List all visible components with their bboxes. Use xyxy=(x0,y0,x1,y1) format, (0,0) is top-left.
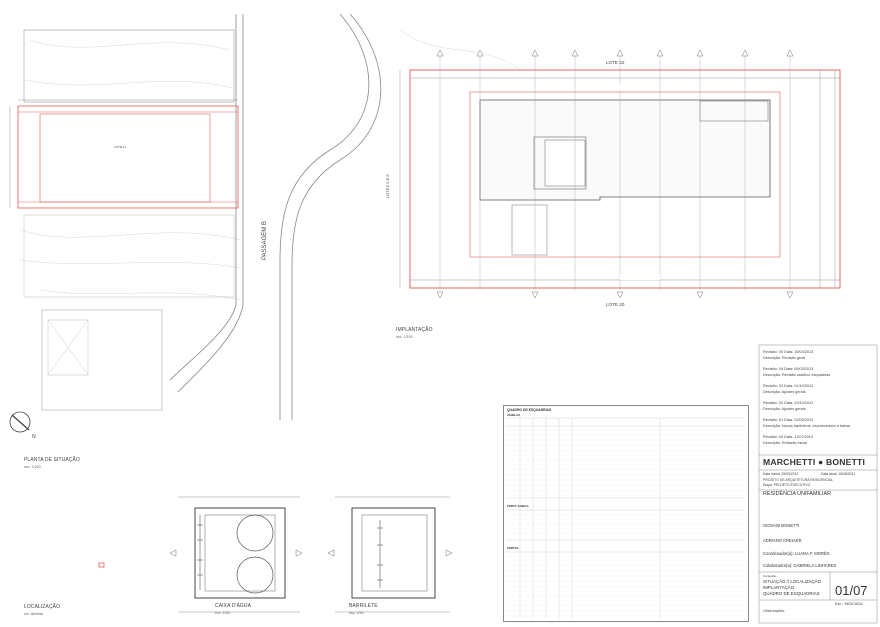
situation-plan xyxy=(9,29,239,411)
manifold-detail xyxy=(327,496,453,613)
revision-4-line1: Revisão: 01 Data: 02/09/2012 xyxy=(763,418,814,422)
north-arrow-icon: N xyxy=(9,411,36,440)
sheet-number: 01/07 xyxy=(835,583,868,598)
lot-side-label: LOTES 5 E 6 xyxy=(385,174,390,198)
situation-title: PLANTA DE SITUAÇÃO xyxy=(24,457,80,463)
title-block-frame xyxy=(758,344,878,624)
observations: Observações: xyxy=(763,609,786,613)
schedule-section-windows: JANELAS xyxy=(507,413,521,417)
lot-bottom-label: LOTE 20 xyxy=(606,302,625,307)
situation-scale: esc. 1/200 xyxy=(24,465,41,469)
passage-label: PASSAGEM B xyxy=(262,221,268,260)
residence-title: RESIDÊNCIA UNIFAMILIAR xyxy=(763,491,831,497)
lot-top-label: LOTE 22 xyxy=(606,60,625,65)
implantation-scale: esc. 1/100 xyxy=(396,335,413,339)
revision-2-line2: Descrição: Ajustes gerais xyxy=(763,390,806,394)
revision-0-line2: Descrição: Revisão geral xyxy=(763,356,806,360)
window-door-schedule: QUADRO DE ESQUADRIAS JANELAS PORTA-JANEL… xyxy=(503,405,749,622)
collaborator: Colaborador(a): GABRIELA LINHARES xyxy=(763,563,837,568)
revision-3-line2: Descrição: Ajustes gerais xyxy=(763,407,806,411)
schedule-section-door-windows: PORTA-JANELA xyxy=(507,504,529,508)
title-block: Revisão: 05 Data: 15/04/2013 Descrição: … xyxy=(759,345,877,623)
date-now: Data atual: 16/08/2012 xyxy=(821,472,856,476)
topographic-lines xyxy=(19,29,521,301)
brand-logo: MARCHETTI ● BONETTI xyxy=(763,457,866,467)
revision-1-line1: Revisão: 04 Data: 05/03/2013 xyxy=(763,367,814,371)
implantation-plan xyxy=(399,49,841,299)
coordinator: Coordenador(a): LUANA F. MORÊS xyxy=(763,551,830,556)
designer-1: GIOVANI BONETTI xyxy=(763,523,800,528)
project-line1: PROJETO DE ARQUITETURA RESIDENCIAL xyxy=(763,478,834,482)
manifold-scale: esc. 1/50 xyxy=(349,611,364,615)
revision-0-line1: Revisão: 05 Data: 15/04/2013 xyxy=(763,350,814,354)
schedule-grid xyxy=(506,417,745,618)
date-start: Data inicial: 25/05/2012 xyxy=(763,472,799,476)
designer-2: ADRIANO KREIAER xyxy=(763,538,802,543)
location-title: LOCALIZAÇÃO xyxy=(24,604,61,610)
location-marker xyxy=(98,562,105,568)
manifold-title: BARRILETE xyxy=(349,603,378,609)
implantation-title: IMPLANTAÇÃO xyxy=(396,327,433,333)
revision-1-line2: Descrição: Revisão caixilho/ esquadrias xyxy=(763,373,831,377)
contents-item-0: SITUAÇÃO // LOCALIZAÇÃO xyxy=(763,579,822,584)
location-scale: sin. almeida xyxy=(24,612,44,616)
contents-label: Conteúdo: xyxy=(763,574,777,578)
water-tank-detail xyxy=(169,496,303,613)
water-tank-title: CAIXA D'ÁGUA xyxy=(215,603,252,609)
schedule-rows xyxy=(506,429,745,617)
water-tank-scale: esc. 1/50 xyxy=(215,611,230,615)
svg-text:N: N xyxy=(32,434,36,440)
contents-item-2: QUADRO DE ESQUADRIAS xyxy=(763,591,820,596)
schedule-section-doors: PORTAS xyxy=(507,546,519,550)
scale-label: Esc.: INDICADA xyxy=(835,602,863,606)
contents-item-1: IMPLANTAÇÃO xyxy=(763,585,795,590)
revision-4-line2: Descrição: Novos banheiros, escurecedora… xyxy=(763,424,851,428)
revision-3-line1: Revisão: 02 Data: 23/10/2012 xyxy=(763,401,814,405)
schedule-title: QUADRO DE ESQUADRIAS xyxy=(507,408,552,412)
passage-road xyxy=(169,13,382,420)
revision-5-line2: Descrição: Emissão inicial xyxy=(763,441,808,445)
lot-left-label: LOTE 21 xyxy=(114,145,127,149)
revision-2-line1: Revisão: 03 Data: 01/10/2012 xyxy=(763,384,814,388)
project-line2: Etapa: PROJETO EXECUTIVO xyxy=(763,483,811,487)
revision-5-line1: Revisão: 00 Data: 11/07/2014 xyxy=(763,435,813,439)
